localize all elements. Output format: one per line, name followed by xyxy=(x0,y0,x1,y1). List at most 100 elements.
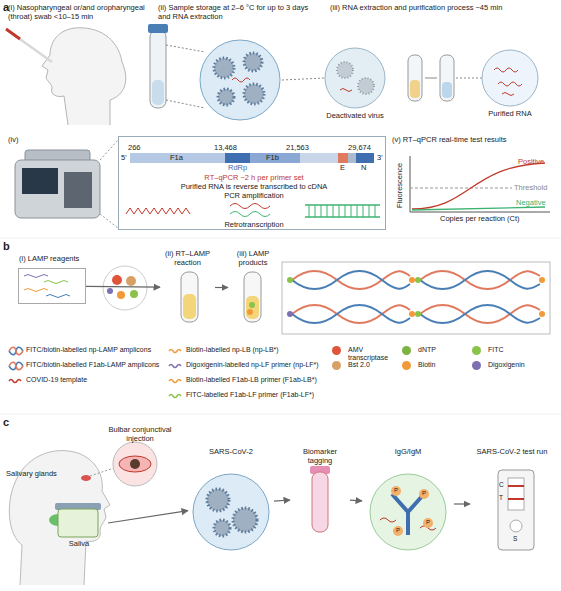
antibody-inset-part xyxy=(423,518,433,528)
test-strip xyxy=(498,470,534,550)
lamp-reagents-part xyxy=(46,295,70,298)
sars-cov-2-inset xyxy=(193,474,269,550)
genome-map-part xyxy=(230,204,270,209)
panel-letter: a xyxy=(3,1,9,14)
node-text: PCR amplification xyxy=(159,192,349,201)
sars-cov-2-inset-part xyxy=(233,508,257,532)
antibody-inset-part xyxy=(380,518,396,522)
legend-text: Digoxigenin xyxy=(488,361,555,369)
pcr-machine-part xyxy=(64,172,92,208)
node-text: IgG/IgM xyxy=(362,448,454,457)
node-text: Deactivated virus xyxy=(318,112,392,121)
sample-jar: Saliva xyxy=(50,500,108,555)
flow-arrow xyxy=(108,511,188,523)
strand-end: 5' xyxy=(121,154,127,163)
inset-caption: Deactivated virus xyxy=(318,112,392,124)
test-strip-part xyxy=(508,485,524,487)
legend-swatch xyxy=(332,346,341,355)
threshold-label: Threshold xyxy=(514,184,547,193)
step-heading: (i) Nasopharyngeal or/and oropharyngeal … xyxy=(8,4,153,28)
lamp-products-part xyxy=(409,311,415,317)
deactivated-virus-part xyxy=(325,48,385,108)
genome-map-part xyxy=(225,153,250,163)
legend-sample-line xyxy=(9,380,21,383)
deactivated-virus-part xyxy=(494,68,518,72)
qpcr-graph-part xyxy=(412,207,545,210)
lamp-products-part xyxy=(292,271,410,289)
antibody-inset-part xyxy=(391,486,401,496)
legend-entry: FITC/biotin-labelled np-LAMP amplicons xyxy=(8,346,166,354)
genome-map-part xyxy=(338,153,348,163)
lamp-products-part xyxy=(282,262,550,334)
legend-entry: FITC xyxy=(470,346,555,354)
gene-name: F1b xyxy=(266,154,279,163)
strip-mark: C xyxy=(499,481,504,489)
genome-map-part xyxy=(356,153,374,163)
node-text: Biomarker tagging xyxy=(290,448,350,466)
process-step: SARS-CoV-2 test run xyxy=(470,448,554,560)
test-strip-part xyxy=(510,520,522,532)
qpcr-graph xyxy=(410,156,550,212)
saliva-face-part xyxy=(58,509,98,537)
saliva-face-part xyxy=(119,456,151,472)
node-text: RT–qPCR ~2 h per primer set xyxy=(159,174,349,183)
lamp-products xyxy=(282,262,550,334)
deactivated-virus-part xyxy=(440,55,454,101)
lamp-tubes xyxy=(181,272,261,322)
legend-text: Digoxigenin-labelled np-LF primer (np-LF… xyxy=(186,361,328,369)
saliva-face-part xyxy=(90,468,114,476)
phospho-tag: P xyxy=(426,519,430,526)
lamp-products-part xyxy=(292,305,410,323)
legend-swatch xyxy=(402,361,411,370)
legend-text: FITC-labelled F1ab-LF primer (F1ab-LF*) xyxy=(186,391,328,399)
panel-letter: c xyxy=(3,416,9,429)
lamp-reagents-part xyxy=(24,289,48,292)
deactivated-virus-part xyxy=(502,93,514,96)
node-text: (ii) Sample storage at 2–6 °C for up to … xyxy=(158,4,318,22)
process-box: RT–qPCR ~2 h per primer setPurified RNA … xyxy=(118,136,386,230)
genome-map-part xyxy=(250,153,300,163)
lamp-reagents-part xyxy=(107,288,113,294)
antibody-inset xyxy=(370,474,446,550)
gene-name: E xyxy=(340,164,345,173)
lamp-tubes-part xyxy=(247,309,253,315)
curve-label: Positive xyxy=(518,158,544,167)
legend-text: AMV transcriptase xyxy=(348,346,400,361)
step-heading: (iii) RNA extraction and purification pr… xyxy=(330,4,505,28)
process-step: IgG/IgM xyxy=(362,448,454,560)
legend-sample xyxy=(8,376,24,386)
swab-face xyxy=(6,28,126,125)
legend-sample-line xyxy=(169,365,181,368)
virus-inset-part xyxy=(244,53,262,71)
swab-face-part xyxy=(42,28,126,125)
legend-text: Biotin xyxy=(418,361,468,369)
lamp-products-part xyxy=(409,277,415,283)
legend-text: FITC/biotin-labelled np-LAMP amplicons xyxy=(26,346,166,354)
pcr-machine-part xyxy=(22,168,58,194)
deactivated-virus-part xyxy=(337,62,353,78)
genome-map-part xyxy=(300,153,338,163)
legend-sample-line xyxy=(169,395,181,398)
lamp-products-part xyxy=(539,311,545,317)
legend-sample xyxy=(168,391,184,401)
legend-entry: Biotin xyxy=(400,361,468,369)
phospho-tag: P xyxy=(396,527,400,534)
deactivated-virus-part xyxy=(442,82,452,98)
legend-swatch xyxy=(402,346,411,355)
panel-divider xyxy=(0,414,561,415)
strip-mark: S xyxy=(513,535,517,543)
deactivated-virus-part xyxy=(410,80,420,98)
genome-coordinate: 21,563 xyxy=(286,144,309,153)
deactivated-virus-part xyxy=(482,50,538,106)
sample-tube-part xyxy=(166,45,205,52)
test-strip-part xyxy=(508,498,524,500)
saliva-face-part xyxy=(81,475,91,481)
legend-swatch xyxy=(332,361,341,370)
lamp-products-part xyxy=(420,305,540,323)
flow-arrow xyxy=(454,503,470,504)
lamp-tubes-part xyxy=(246,296,259,319)
node-text: (v) RT–qPCR real-time test results xyxy=(392,136,557,145)
legend-sample-line xyxy=(9,347,23,355)
lamp-products-part xyxy=(292,271,410,289)
